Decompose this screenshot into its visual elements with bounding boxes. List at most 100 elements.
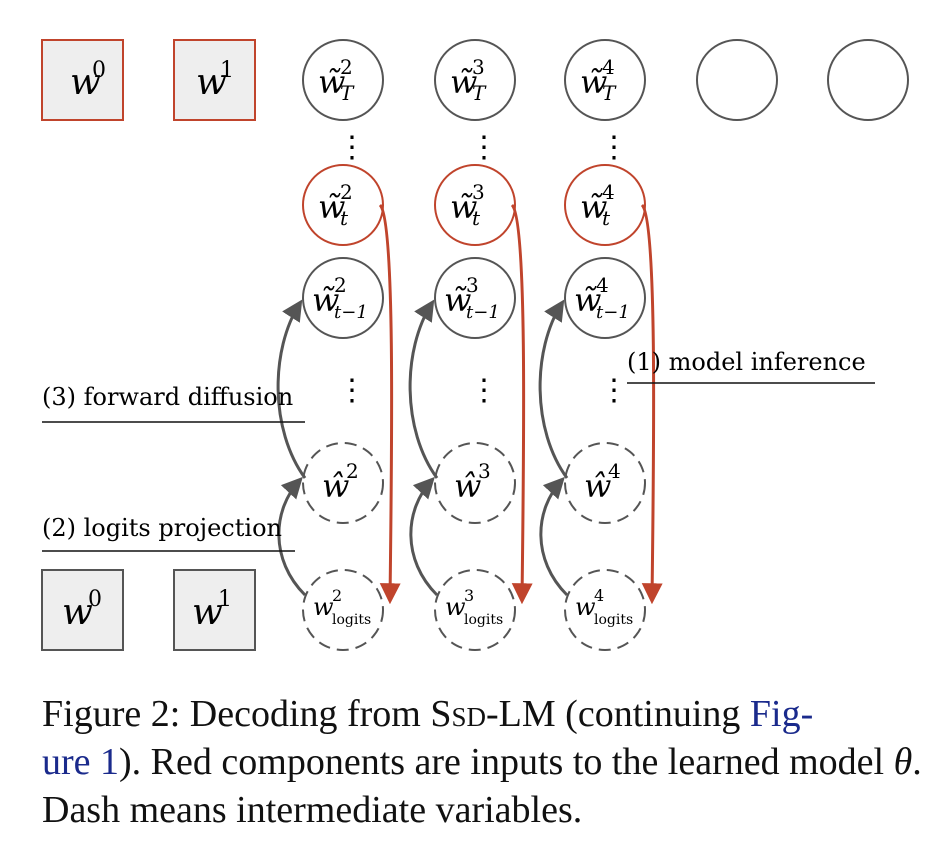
svg-text:w̃: w̃	[318, 188, 345, 226]
label-forward-diffusion: (3) forward diffusion	[42, 383, 305, 423]
svg-text:t: t	[340, 206, 349, 230]
svg-text:4: 4	[594, 586, 604, 605]
ellipsis: ⋮	[469, 130, 499, 165]
box-label: w	[70, 62, 101, 103]
svg-text:w: w	[575, 593, 596, 621]
svg-text:T: T	[602, 81, 617, 105]
svg-text:logits: logits	[332, 612, 371, 628]
node-w3-logits: w 3 logits	[434, 569, 516, 651]
model-inference-arrow	[640, 203, 663, 605]
column-4: w̃ 4 T ⋮ w̃ 4 t w̃ 4 t−1 ⋮ ŵ 4 w 4 logit…	[538, 39, 663, 651]
svg-text:w̃: w̃	[580, 63, 607, 101]
model-inference-arrow	[378, 203, 401, 605]
node-w4-logits: w 4 logits	[564, 569, 646, 651]
svg-text:w̃: w̃	[318, 63, 345, 101]
svg-text:4: 4	[602, 180, 615, 204]
svg-text:t−1: t−1	[466, 302, 500, 323]
svg-text:(3) forward diffusion: (3) forward diffusion	[42, 383, 293, 411]
node-w2-hat: ŵ 2	[302, 442, 384, 524]
caption-prefix: Figure 2: Decoding from	[42, 693, 431, 735]
svg-text:3: 3	[466, 273, 479, 297]
box-sup: 1	[218, 587, 232, 612]
label-logits-projection: (2) logits projection	[42, 514, 295, 552]
svg-text:(1) model inference: (1) model inference	[627, 348, 866, 376]
ellipsis: ⋮	[469, 373, 499, 408]
figure-caption: Figure 2: Decoding from Ssd-LM (continui…	[42, 690, 922, 834]
box-label: w	[196, 62, 227, 103]
svg-text:ŵ: ŵ	[584, 467, 611, 505]
logits-projection-arrow	[539, 476, 569, 597]
svg-text:logits: logits	[464, 612, 503, 628]
svg-text:T: T	[340, 81, 355, 105]
svg-text:2: 2	[346, 459, 359, 483]
logits-projection-arrow	[277, 476, 307, 597]
top-input-box-w0: w 0	[41, 39, 124, 121]
model-inference-arrow	[510, 203, 533, 605]
forward-diffusion-arrow	[408, 299, 439, 479]
box-sup: 0	[92, 58, 106, 83]
ellipsis: ⋮	[337, 130, 367, 165]
svg-text:3: 3	[472, 180, 485, 204]
box-sup: 0	[88, 587, 102, 612]
figure-1-link[interactable]: Fig-ure 1	[42, 693, 814, 783]
svg-text:w̃: w̃	[450, 63, 477, 101]
label-model-inference: (1) model inference	[627, 348, 875, 384]
empty-node	[827, 39, 909, 121]
box-label: w	[62, 592, 93, 633]
bottom-input-box-w0: w 0	[41, 569, 124, 651]
svg-text:ŵ: ŵ	[454, 467, 481, 505]
svg-text:w̃: w̃	[574, 281, 601, 319]
column-3: w̃ 3 T ⋮ w̃ 3 t w̃ 3 t−1 ⋮ ŵ 3 w 3 logit…	[408, 39, 533, 651]
node-w4-hat: ŵ 4	[564, 442, 646, 524]
forward-diffusion-arrow	[276, 299, 307, 479]
empty-node	[696, 39, 778, 121]
node-w2-logits: w 2 logits	[302, 569, 384, 651]
node-w2-t-minus-1: w̃ 2 t−1	[302, 257, 384, 339]
svg-text:t: t	[472, 206, 481, 230]
node-w3-T: w̃ 3 T	[434, 39, 516, 121]
svg-text:4: 4	[596, 273, 609, 297]
decoding-diagram: w 0 w 1 w 0 w 1 w̃ 2 T ⋮ w̃ 2 t w	[41, 39, 909, 651]
svg-text:ŵ: ŵ	[322, 467, 349, 505]
svg-text:t−1: t−1	[596, 302, 630, 323]
svg-text:w̃: w̃	[444, 281, 471, 319]
node-w2-t: w̃ 2 t	[302, 164, 384, 246]
caption-model-rest: -LM (continuing	[486, 693, 750, 735]
node-w3-hat: ŵ 3	[434, 442, 516, 524]
node-w4-T: w̃ 4 T	[564, 39, 646, 121]
svg-text:w̃: w̃	[580, 188, 607, 226]
logits-projection-arrow	[409, 476, 439, 597]
svg-text:2: 2	[332, 586, 342, 605]
node-w3-t-minus-1: w̃ 3 t−1	[434, 257, 516, 339]
ellipsis: ⋮	[599, 130, 629, 165]
svg-text:2: 2	[334, 273, 347, 297]
svg-text:3: 3	[472, 55, 485, 79]
node-w4-t-minus-1: w̃ 4 t−1	[564, 257, 646, 339]
svg-text:3: 3	[478, 459, 491, 483]
column-2: w̃ 2 T ⋮ w̃ 2 t w̃ 2 t−1 ⋮ ŵ 2 w 2 logit…	[276, 39, 401, 651]
node-w2-T: w̃ 2 T	[302, 39, 384, 121]
svg-text:4: 4	[608, 459, 621, 483]
node-w3-t: w̃ 3 t	[434, 164, 516, 246]
ellipsis: ⋮	[599, 373, 629, 408]
forward-diffusion-arrow	[538, 299, 569, 479]
theta-symbol: θ	[893, 741, 913, 783]
svg-text:t: t	[602, 206, 611, 230]
svg-text:w: w	[445, 593, 466, 621]
node-w4-t: w̃ 4 t	[564, 164, 646, 246]
svg-text:w̃: w̃	[450, 188, 477, 226]
svg-text:(2) logits projection: (2) logits projection	[42, 514, 282, 542]
svg-text:w̃: w̃	[312, 281, 339, 319]
svg-text:3: 3	[464, 586, 474, 605]
svg-text:w: w	[313, 593, 334, 621]
box-sup: 1	[220, 58, 234, 83]
caption-mid: ). Red components are inputs to the lear…	[119, 741, 894, 783]
svg-text:2: 2	[340, 55, 353, 79]
bottom-input-box-w1: w 1	[173, 569, 256, 651]
svg-text:T: T	[472, 81, 487, 105]
ellipsis: ⋮	[337, 373, 367, 408]
box-label: w	[192, 592, 223, 633]
svg-text:logits: logits	[594, 612, 633, 628]
caption-end: . Dash means intermediate variables.	[42, 741, 922, 831]
svg-text:2: 2	[340, 180, 353, 204]
